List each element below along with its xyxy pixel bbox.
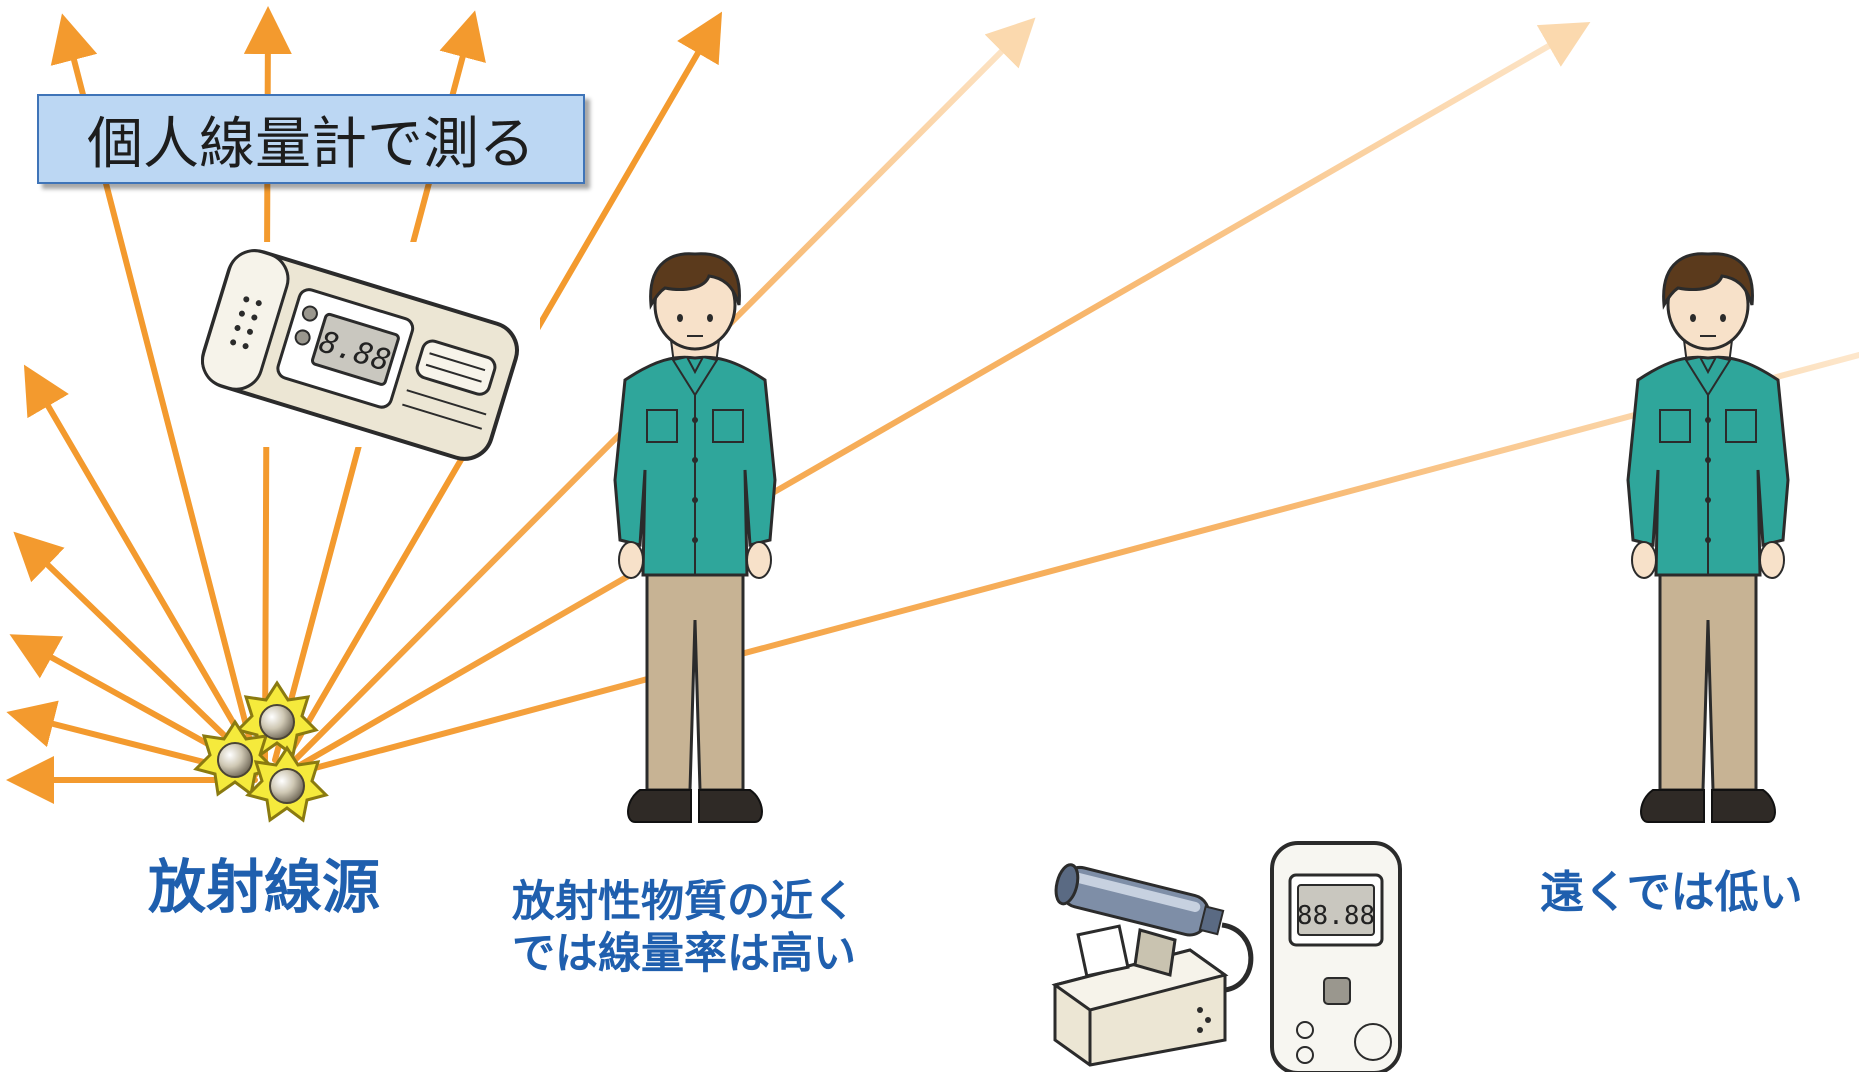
ray — [23, 364, 258, 763]
caption-near-high-dose: 放射性物質の近く では線量率は高い — [512, 876, 856, 981]
ray — [13, 531, 258, 768]
title-box: 個人線量計で測る — [37, 94, 585, 184]
worker-figure-icon — [1626, 252, 1790, 823]
personal-dosimeter-icon: 8.88 — [201, 249, 519, 461]
survey-meter-icon — [1051, 863, 1254, 1067]
radiation-source-icon — [193, 680, 329, 823]
caption-near-line1: 放射性物質の近く — [512, 877, 856, 927]
worker-figure-far — [1626, 252, 1790, 823]
caption-far-low-dose: 遠くでは低い — [1540, 867, 1803, 918]
caption-radiation-source: 放射線源 — [148, 853, 381, 921]
handheld-meter-icon: 88.88 — [1270, 841, 1402, 1072]
probe — [1054, 863, 1225, 937]
title-box-text: 個人線量計で測る — [87, 111, 535, 177]
worker-figure-near — [613, 252, 777, 823]
ray — [292, 22, 1591, 771]
ray — [297, 352, 1859, 775]
survey-meter-display: 88.88 — [1297, 901, 1375, 931]
worker-figure-icon — [613, 252, 777, 823]
caption-near-line2: では線量率は高い — [512, 929, 856, 980]
